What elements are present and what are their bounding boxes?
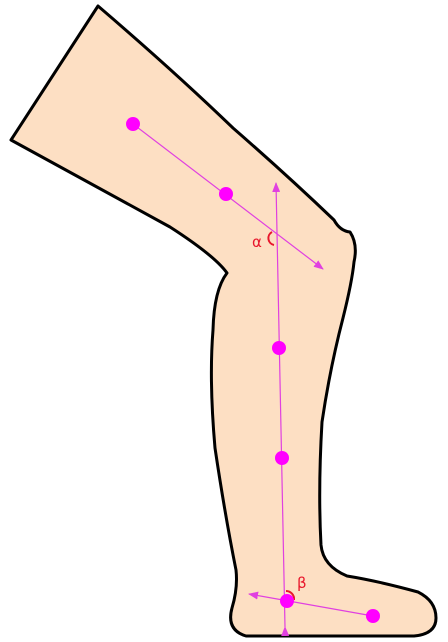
lower-shank-marker: [275, 451, 289, 465]
beta-angle-label: β: [297, 574, 307, 592]
alpha-angle-label: α: [252, 233, 262, 251]
ankle-marker: [280, 594, 294, 608]
toe-marker: [366, 609, 380, 623]
leg-silhouette: [11, 6, 436, 636]
upper-shank-marker: [272, 341, 286, 355]
hip-marker: [126, 117, 140, 131]
thigh-marker: [219, 187, 233, 201]
